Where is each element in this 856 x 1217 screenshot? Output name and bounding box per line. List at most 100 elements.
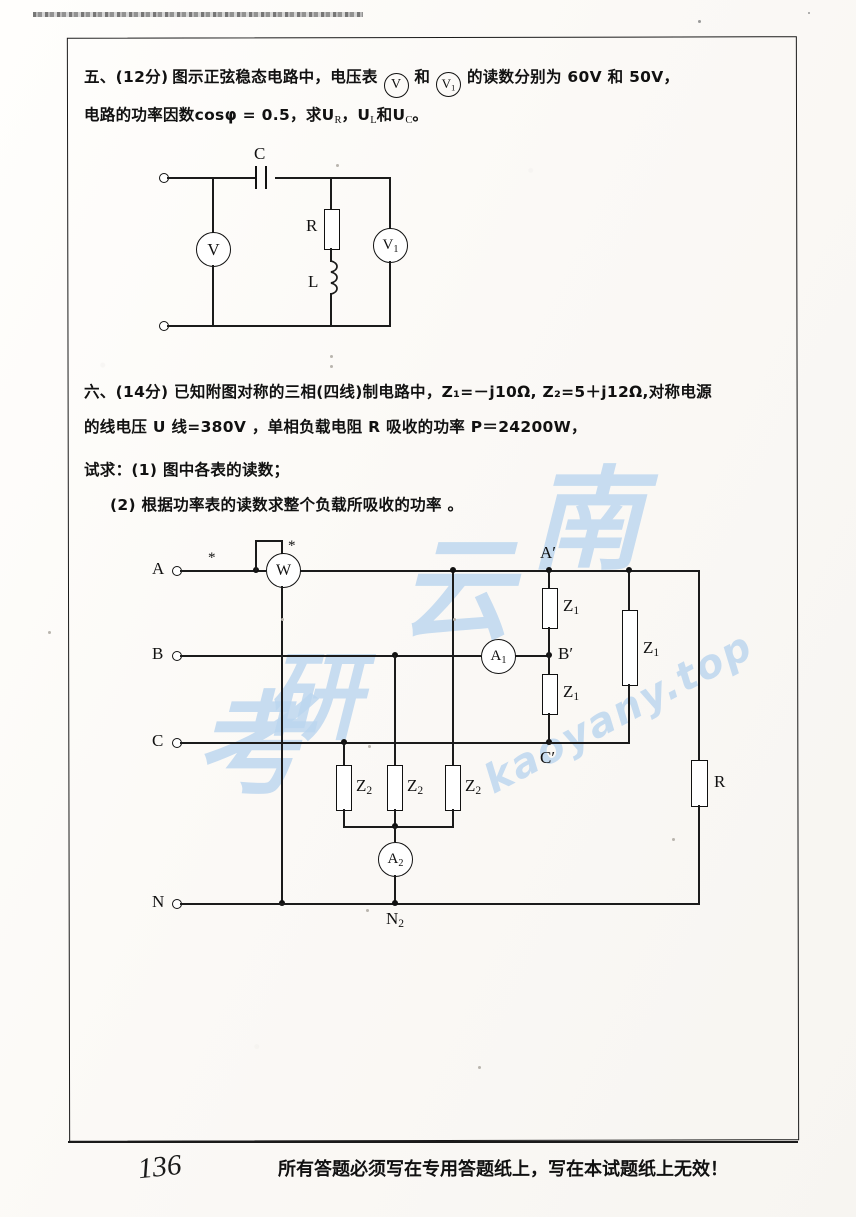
- speck: [453, 618, 456, 621]
- problem-5-text-c: 的读数分别为 60V 和 50V，: [466, 68, 680, 86]
- problem-5-line-1: 五、(12分) 图示正弦稳态电路中，电压表 V 和 V1 的读数分别为 60V …: [84, 68, 680, 98]
- speck: [368, 745, 371, 748]
- wire-Z1ca-to-Cprime: [548, 742, 630, 744]
- problem-6-line-2: 的线电压 U 线=380V ，单相负载电阻 R 吸收的功率 P＝24200W，: [84, 418, 587, 436]
- circuit5-top-wire-left: [167, 177, 255, 179]
- wire-A2-to-N: [394, 875, 396, 904]
- star-neutral-bus: [343, 826, 454, 828]
- rail-A-right: [298, 570, 698, 572]
- impedance-Z2-B: [387, 765, 403, 811]
- voltmeter-V-inline-icon: V: [383, 73, 409, 98]
- top-scan-artifact: [33, 12, 363, 17]
- problem-6-text-2: 的线电压 U 线=380V ，单相负载电阻 R 吸收的功率 P＝24200W，: [84, 418, 587, 436]
- speck: [330, 355, 333, 358]
- speck: [336, 164, 339, 167]
- problem-5-line2-text: 电路的功率因数cosφ = 0.5，求U: [84, 106, 335, 124]
- junction-A-Z2a: [450, 567, 456, 573]
- speck: [330, 365, 333, 368]
- problem-6-text-1: 已知附图对称的三相(四线)制电路中，Z₁=－j10Ω, Z₂=5＋j12Ω,对称…: [174, 383, 712, 401]
- footer-rule: [68, 1141, 798, 1143]
- circuit5-V1-branch-upper: [389, 177, 391, 230]
- rail-B-right: [514, 655, 550, 657]
- wire-Z1bc-to-Cprime: [548, 713, 550, 743]
- problem-6-line-4: (2) 根据功率表的读数求整个负载所吸收的功率 。: [110, 496, 464, 514]
- wattmeter-voltage-tap-down: [281, 540, 283, 556]
- problem-6-line-1: 六、(14分) 已知附图对称的三相(四线)制电路中，Z₁=－j10Ω, Z₂=5…: [84, 383, 712, 401]
- impedance-Z2-B-label: Z2: [407, 776, 424, 798]
- terminal-N-label: N: [152, 892, 165, 911]
- wire-R-to-N: [698, 805, 700, 904]
- circuit5-RL-branch-bottom: [330, 293, 332, 326]
- footer-note: 所有答题必须写在专用答题纸上，写在本试题纸上无效！: [278, 1159, 728, 1180]
- impedance-Z1-AB: [542, 588, 558, 629]
- circuit5-RL-branch-mid: [330, 248, 332, 262]
- impedance-Z1-CA: [622, 610, 638, 686]
- circuit5-V1-branch-lower: [389, 261, 391, 326]
- resistor-R-single-phase-label: R: [714, 772, 726, 791]
- inductor-L: [330, 260, 338, 295]
- impedance-Z2-C-label: Z2: [356, 776, 373, 798]
- circuit5-bottom-wire: [167, 325, 391, 327]
- wire-Z1ab-to-Bprime: [548, 627, 550, 656]
- wire-Z2c-to-bus: [343, 809, 345, 826]
- drop-A-to-Z2a: [452, 570, 454, 765]
- problem-6-line-3: 试求：(1) 图中各表的读数；: [84, 461, 290, 479]
- problem-5-line2-mid2: 和U: [376, 106, 406, 124]
- ammeter-A1: A1: [481, 639, 516, 674]
- resistor-R-single-phase: [691, 760, 708, 807]
- circuit5-V-branch-lower: [212, 265, 214, 326]
- speck: [366, 909, 369, 912]
- wire-Bprime-to-Z1bc: [548, 655, 550, 674]
- circuit5-top-wire-right: [275, 177, 391, 179]
- voltmeter-V1-inline-icon: V1: [436, 72, 462, 97]
- speck: [808, 12, 810, 14]
- capacitor-plate-right: [265, 166, 267, 189]
- wire-A-to-R: [698, 570, 700, 760]
- wire-Z1ca-top: [628, 570, 630, 610]
- problem-5-line-2: 电路的功率因数cosφ = 0.5，求UR，UL和UC。: [84, 106, 429, 126]
- node-A-prime-label: A′: [540, 543, 556, 562]
- drop-B-to-Z2b: [394, 655, 396, 765]
- terminal-B-label: B: [152, 644, 164, 663]
- circuit5-RL-branch-top: [330, 177, 332, 209]
- problem-5-text-b: 和: [414, 68, 431, 86]
- rail-C: [180, 742, 550, 744]
- problem-5-text-a: 图示正弦稳态电路中，电压表: [172, 68, 378, 86]
- impedance-Z1-CA-label: Z1: [643, 638, 660, 660]
- rail-B-to-A1: [459, 655, 481, 657]
- problem-6-text-4: (2) 根据功率表的读数求整个负载所吸收的功率 。: [110, 496, 464, 514]
- speck: [281, 618, 284, 621]
- terminal-C-label: C: [152, 731, 164, 750]
- speck: [672, 838, 675, 841]
- impedance-Z1-BC: [542, 674, 558, 715]
- sub-C: C: [405, 114, 413, 126]
- wire-Z2b-to-bus: [394, 809, 396, 826]
- node-N2: [392, 900, 398, 906]
- problem-6-heading: 六、(14分): [84, 383, 169, 401]
- impedance-Z2-A-label: Z2: [465, 776, 482, 798]
- impedance-Z2-C: [336, 765, 352, 811]
- node-B-prime-label: B′: [558, 644, 574, 663]
- impedance-Z1-AB-label: Z1: [563, 596, 580, 618]
- wire-bus-to-A2: [394, 826, 396, 842]
- wattmeter-voltage-coil-wire: [281, 586, 283, 904]
- wattmeter-polarity-mark-voltage: *: [288, 538, 296, 554]
- problem-5-line2-end: 。: [412, 106, 429, 124]
- sub-L: L: [370, 114, 377, 126]
- wire-Z2a-to-bus: [452, 809, 454, 826]
- resistor-label-R: R: [306, 216, 318, 235]
- node-C-prime-label: C′: [540, 748, 556, 767]
- ammeter-A2: A2: [378, 842, 413, 877]
- rail-B-left: [180, 655, 459, 657]
- inductor-label-L: L: [308, 272, 319, 291]
- terminal-A-label: A: [152, 559, 165, 578]
- circuit5-V-branch-upper: [212, 177, 214, 234]
- voltmeter-V1: V1: [373, 228, 408, 263]
- page-number: 136: [136, 1148, 184, 1186]
- node-N2-label: N2: [386, 909, 405, 931]
- drop-C-to-Z2c: [343, 742, 345, 765]
- page-border: [66, 36, 800, 1142]
- rail-A-to-W: [256, 570, 266, 572]
- wire-Aprime-to-Z1ab: [548, 570, 550, 588]
- problem-6-text-3: 试求：(1) 图中各表的读数；: [84, 461, 290, 479]
